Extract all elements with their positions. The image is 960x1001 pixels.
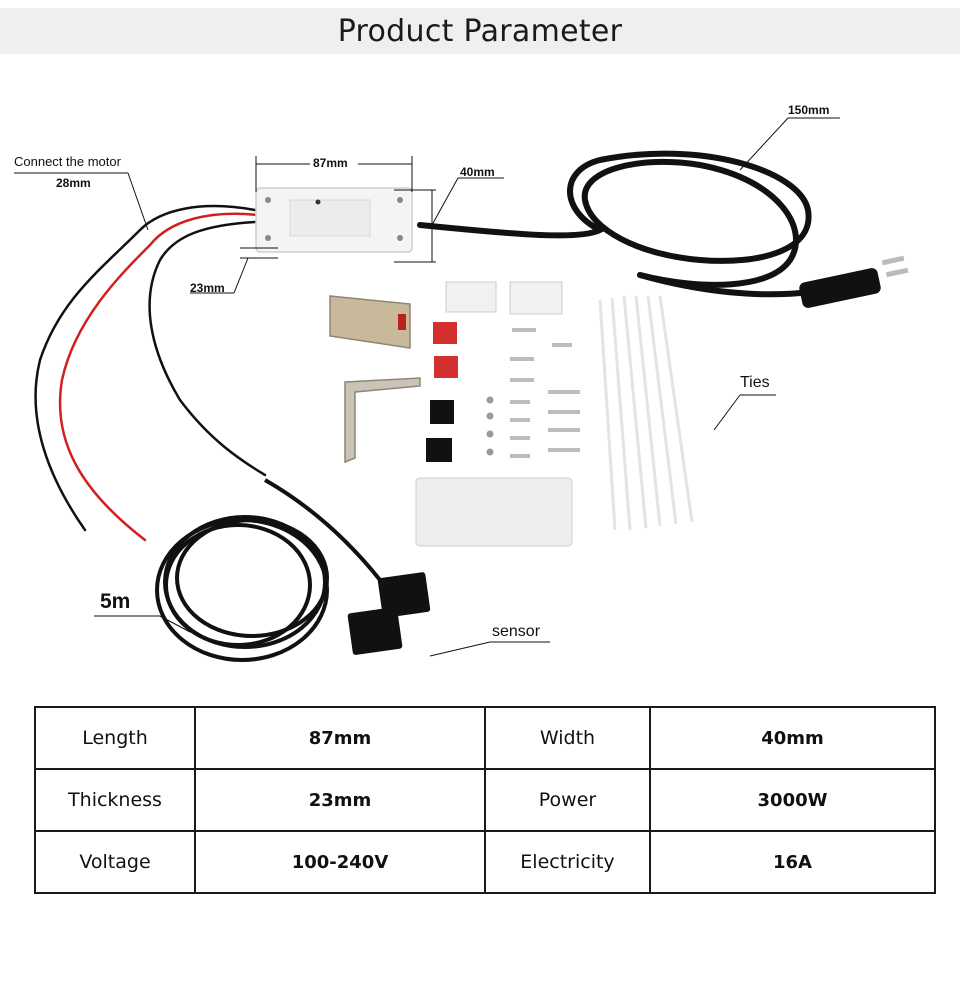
table-row: Thickness 23mm Power 3000W <box>34 768 936 832</box>
spec-value: 40mm <box>649 706 936 770</box>
spec-label: Electricity <box>484 830 651 894</box>
spec-table: Length 87mm Width 40mm Thickness 23mm Po… <box>34 706 936 894</box>
product-illustration <box>14 117 909 662</box>
controller-module <box>255 187 413 253</box>
page-header: Product Parameter <box>0 8 960 54</box>
label-length: 87mm <box>313 156 348 170</box>
spec-value: 16A <box>649 830 936 894</box>
product-diagram: 150mm 87mm 40mm Connect the motor 28mm 2… <box>0 60 960 680</box>
label-sensor: sensor <box>492 623 541 640</box>
spec-value: 87mm <box>194 706 486 770</box>
page-title: Product Parameter <box>337 13 623 49</box>
spec-label: Voltage <box>34 830 196 894</box>
mounting-bracket <box>329 295 421 464</box>
label-sensor-cable: 5m <box>100 590 131 613</box>
cable-ties <box>598 295 694 531</box>
spec-label: Thickness <box>34 768 196 832</box>
sensor-cable <box>155 478 382 662</box>
dimension-lines <box>14 117 840 657</box>
spec-value: 23mm <box>194 768 486 832</box>
spec-label: Power <box>484 768 651 832</box>
motor-wires <box>34 204 267 542</box>
table-row: Voltage 100-240V Electricity 16A <box>34 830 936 894</box>
label-cord-length: 150mm <box>788 103 830 117</box>
power-cord <box>417 150 813 298</box>
accessory-parts <box>415 281 580 547</box>
label-thickness: 23mm <box>190 281 225 295</box>
spec-value: 3000W <box>649 768 936 832</box>
table-row: Length 87mm Width 40mm <box>34 706 936 770</box>
plug-icon <box>799 255 909 308</box>
spec-value: 100-240V <box>194 830 486 894</box>
spec-label: Width <box>484 706 651 770</box>
label-connect-motor: Connect the motor <box>14 154 121 169</box>
spec-label: Length <box>34 706 196 770</box>
label-ties: Ties <box>740 374 770 391</box>
sensor-icon <box>347 572 431 655</box>
label-width: 40mm <box>460 165 495 179</box>
label-wire-length: 28mm <box>56 176 91 190</box>
